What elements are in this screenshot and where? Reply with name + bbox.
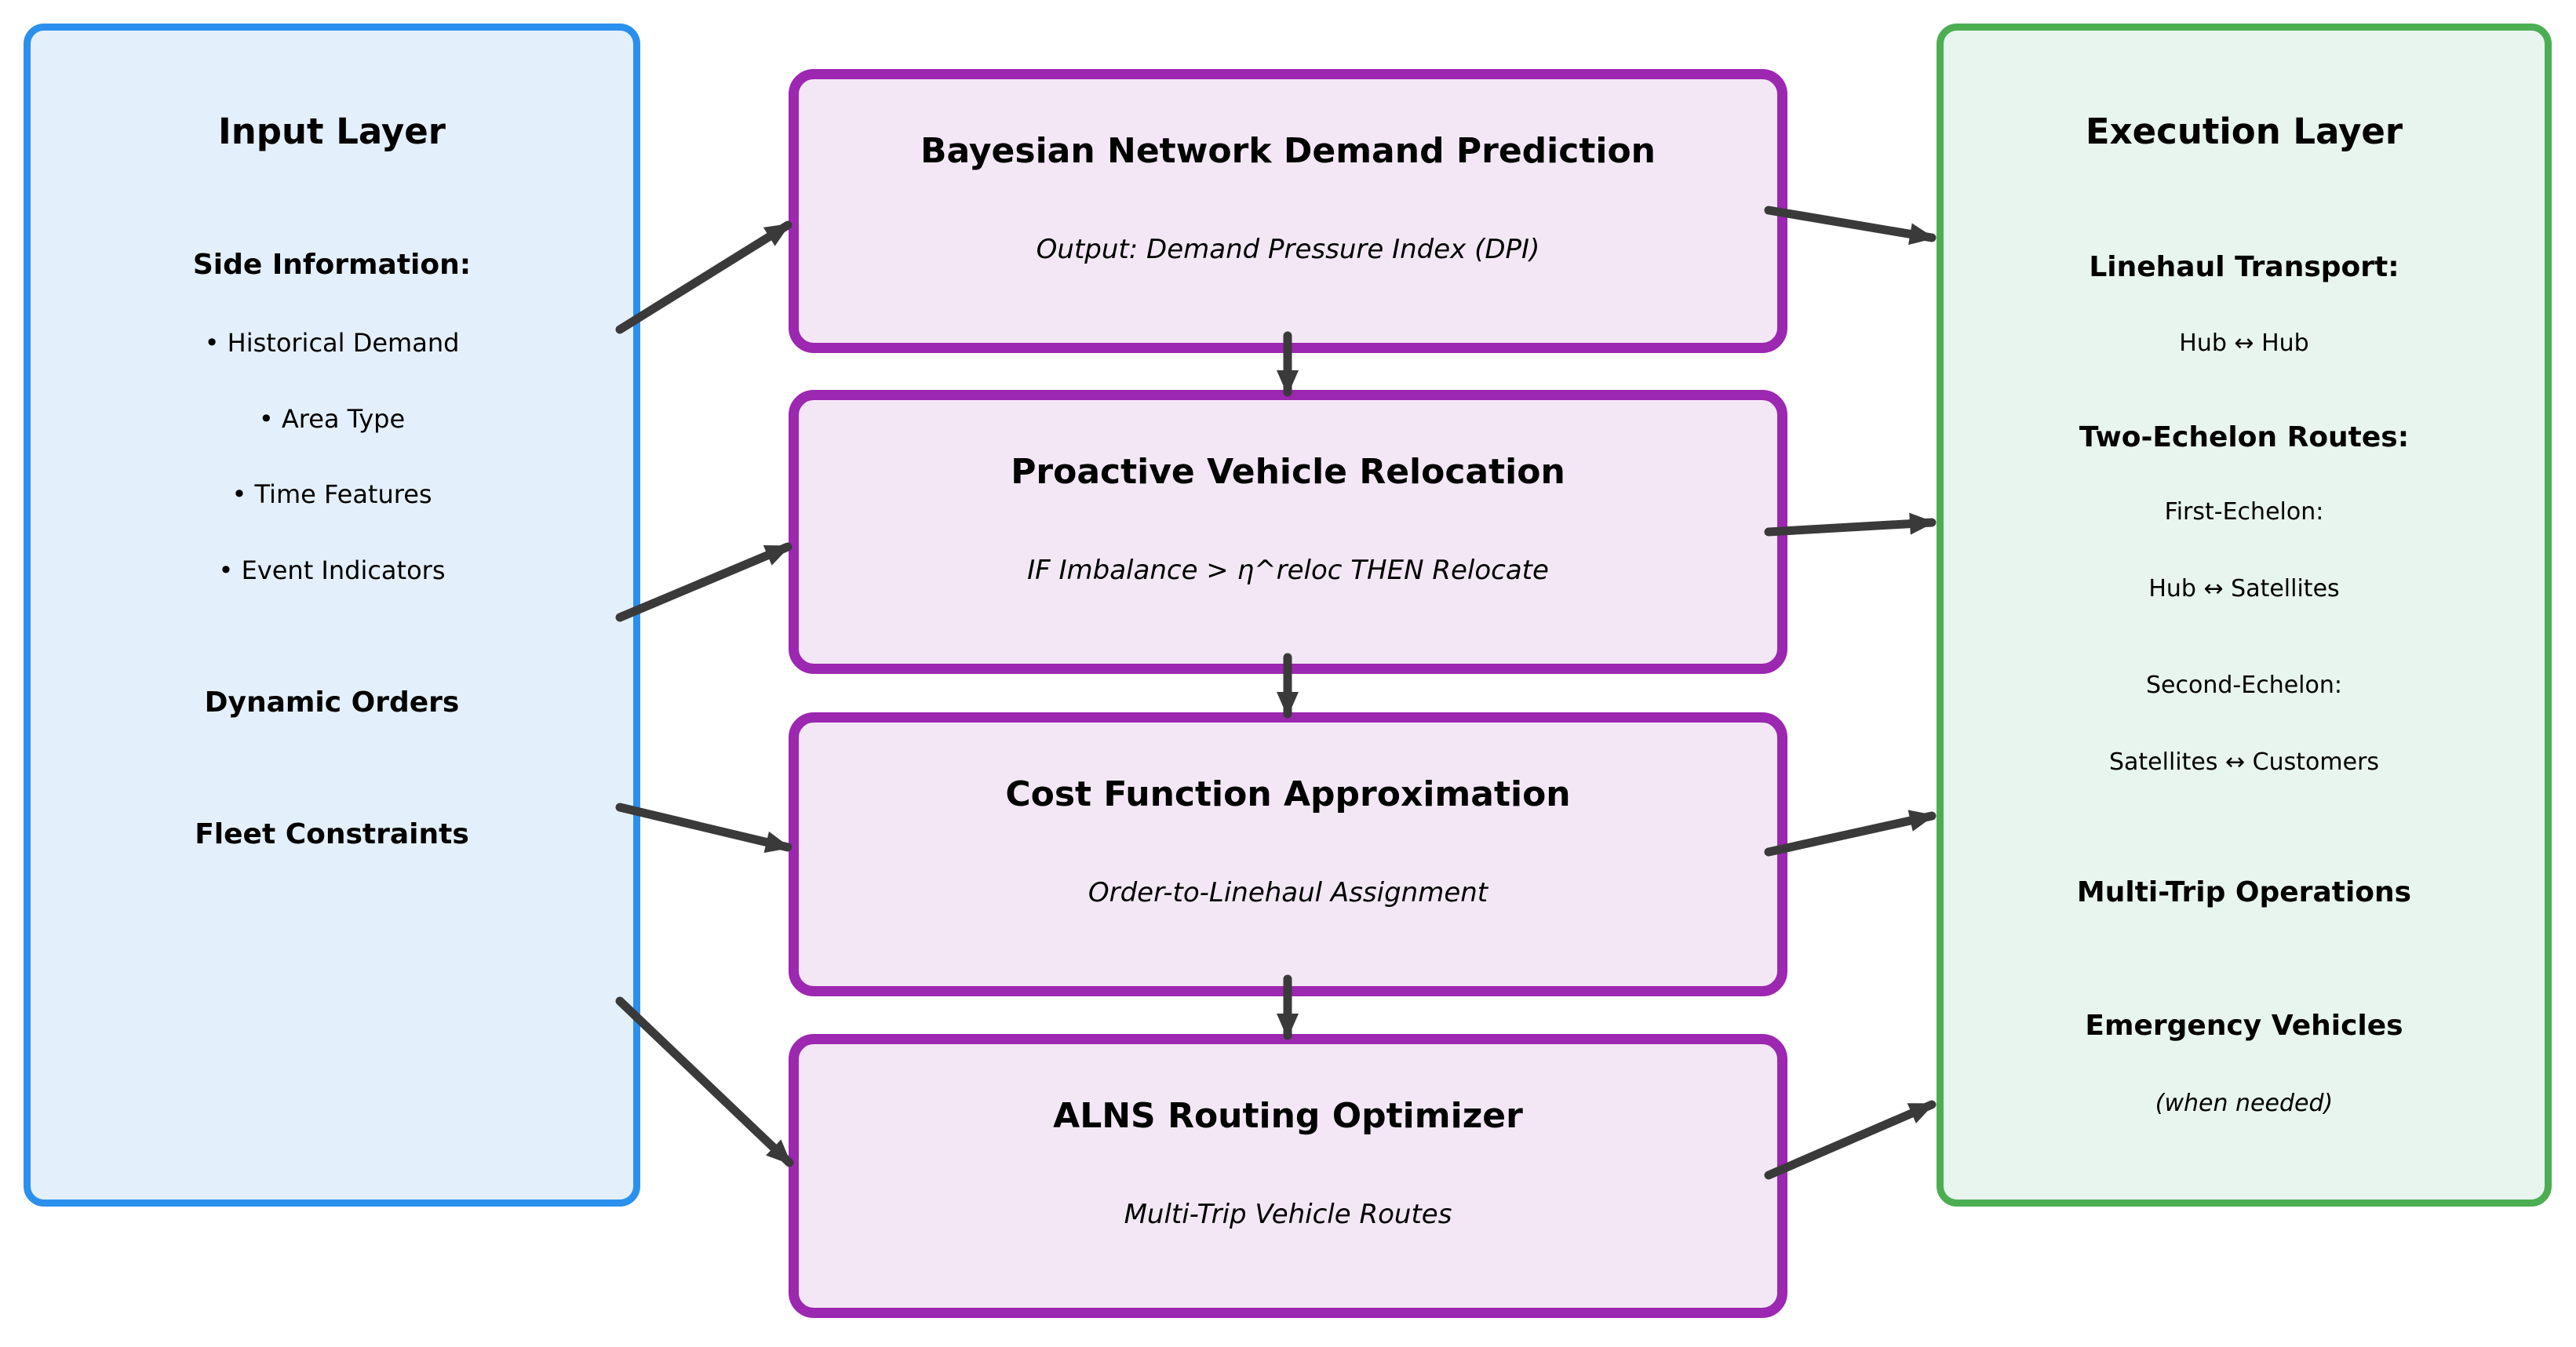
- process-box-title: ALNS Routing Optimizer: [1053, 1096, 1523, 1136]
- bullet-item-area-type: • Area Type: [258, 404, 406, 434]
- exec-item-linehaul-transport: Linehaul Transport:: [2089, 251, 2399, 283]
- exec-item-multi-trip-operations: Multi-Trip Operations: [2076, 876, 2412, 908]
- exec-item-emergency-vehicles: Emergency Vehicles: [2085, 1010, 2403, 1042]
- process-box-title: Bayesian Network Demand Prediction: [920, 131, 1656, 171]
- exec-item-satellites-customers: Satellites ↔ Customers: [2108, 748, 2380, 776]
- input-layer-title: Input Layer: [218, 111, 446, 152]
- process-box-subtitle: IF Imbalance > η^reloc THEN Relocate: [1027, 555, 1549, 586]
- process-box-subtitle: Multi-Trip Vehicle Routes: [1124, 1199, 1452, 1230]
- bullet-item-historical-demand: • Historical Demand: [204, 328, 460, 358]
- process-box-bayesian-demand-prediction: Bayesian Network Demand Prediction Outpu…: [789, 69, 1787, 353]
- arrow-input-to-demand-prediction: [615, 220, 792, 334]
- dynamic-orders-label: Dynamic Orders: [204, 686, 460, 719]
- arrow-input-to-vehicle-relocation: [615, 542, 792, 622]
- exec-item-hub-hub: Hub ↔ Hub: [2179, 329, 2309, 357]
- arrow-input-to-alns-optimizer: [615, 996, 794, 1167]
- process-box-title: Proactive Vehicle Relocation: [1011, 452, 1565, 492]
- input-layer-panel: Input Layer Side Information: • Historic…: [24, 24, 640, 1207]
- process-box-subtitle: Order-to-Linehaul Assignment: [1088, 877, 1488, 908]
- arrow-demand-prediction-to-execution: [1764, 206, 1937, 246]
- exec-item-second-echelon: Second-Echelon:: [2146, 672, 2342, 699]
- exec-item-two-echelon-routes: Two-Echelon Routes:: [2079, 421, 2410, 453]
- arrow-cost-approximation-to-execution: [1764, 810, 1937, 857]
- arrow-alns-optimizer-to-execution: [1764, 1100, 1937, 1180]
- arrow-input-to-cost-approximation: [615, 803, 792, 854]
- execution-layer-title: Execution Layer: [2085, 111, 2403, 152]
- execution-layer-panel: Execution Layer Linehaul Transport: Hub …: [1937, 24, 2552, 1207]
- process-box-cost-function-approximation: Cost Function Approximation Order-to-Lin…: [789, 712, 1787, 996]
- bullet-item-time-features: • Time Features: [231, 479, 432, 509]
- fleet-constraints-label: Fleet Constraints: [195, 818, 469, 850]
- process-box-alns-routing-optimizer: ALNS Routing Optimizer Multi-Trip Vehicl…: [789, 1034, 1787, 1318]
- process-box-proactive-vehicle-relocation: Proactive Vehicle Relocation IF Imbalanc…: [789, 390, 1787, 674]
- process-box-subtitle: Output: Demand Pressure Index (DPI): [1036, 234, 1540, 265]
- bullet-item-event-indicators: • Event Indicators: [218, 555, 446, 585]
- side-information-heading: Side Information:: [192, 249, 472, 281]
- process-box-title: Cost Function Approximation: [1005, 774, 1571, 814]
- exec-item-when-needed: (when needed): [2155, 1090, 2334, 1117]
- exec-item-first-echelon: First-Echelon:: [2164, 498, 2324, 526]
- exec-item-hub-satellites: Hub ↔ Satellites: [2148, 575, 2340, 603]
- arrow-vehicle-relocation-to-execution: [1764, 512, 1937, 537]
